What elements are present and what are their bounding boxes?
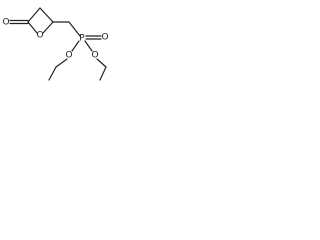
structure-canvas: O O P O O O <box>0 0 108 88</box>
bond-right-ethyl-c-c <box>99 66 107 81</box>
bond-right-ethyl-o-c <box>96 58 107 68</box>
phosphoryl-oxygen-label: O <box>101 33 108 43</box>
bond-methylene-to-phosphorus <box>68 21 81 37</box>
ring-oxygen-label: O <box>36 31 43 41</box>
bond-phosphorus-to-right-oxygen <box>84 40 93 52</box>
bond-ring-top-right <box>39 7 54 23</box>
bond-phosphorus-to-left-oxygen <box>71 40 80 52</box>
ester-oxygen-right-label: O <box>91 51 98 61</box>
bond-left-ethyl-o-c <box>55 58 68 68</box>
bond-ring-top-left <box>27 7 41 23</box>
phosphorus-label: P <box>79 34 85 44</box>
molecule-structure: O O P O O O <box>2 7 108 81</box>
bond-ring-bottom-right <box>42 21 54 34</box>
bond-left-ethyl-c-c <box>48 66 57 81</box>
carbonyl-oxygen-label: O <box>2 18 9 28</box>
bond-ring-bottom-left <box>27 21 38 34</box>
ester-oxygen-left-label: O <box>65 51 72 61</box>
